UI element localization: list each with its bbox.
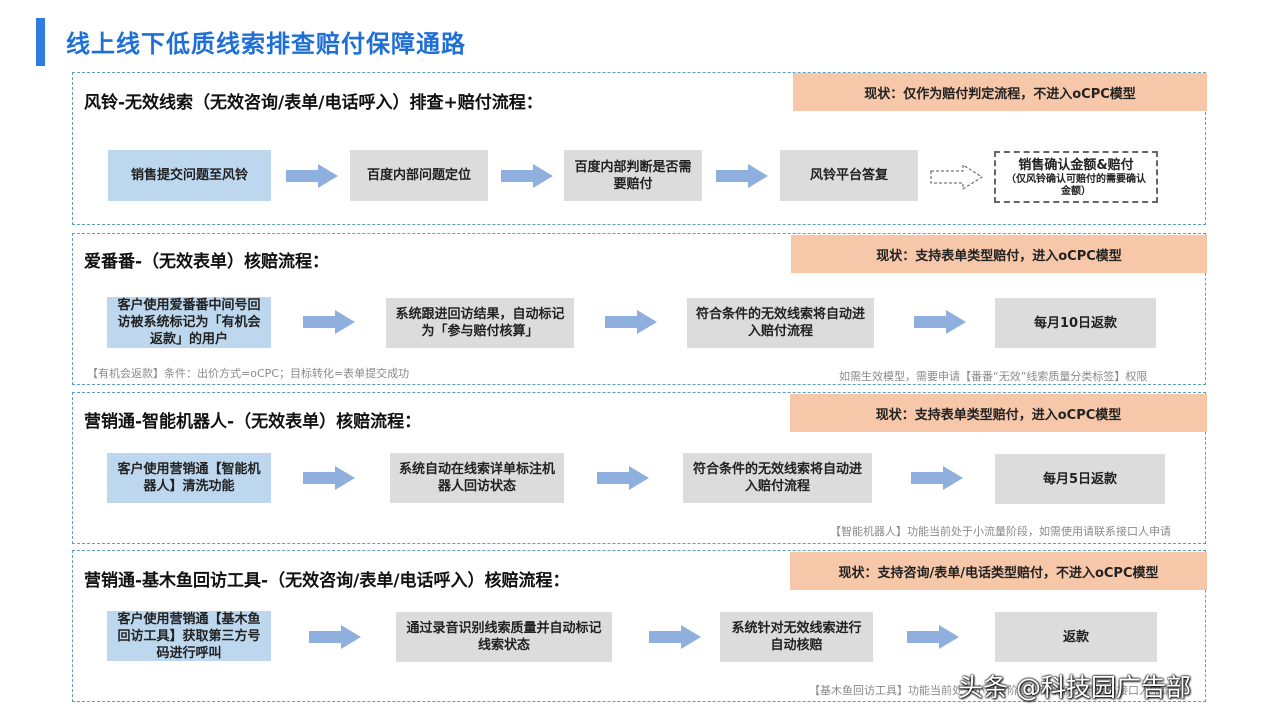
flow-step-final: 销售确认金额&赔付 （仅风铃确认可赔付的需要确认金额） — [994, 151, 1158, 203]
solid-right-arrow-icon — [286, 164, 338, 188]
solid-right-arrow-icon — [914, 310, 966, 334]
solid-right-arrow-icon — [501, 164, 553, 188]
solid-right-arrow-icon — [716, 164, 768, 188]
flow-step-1: 客户使用营销通【基木鱼回访工具】获取第三方号码进行呼叫 — [107, 611, 271, 661]
section-aifanfan: 爱番番-（无效表单）核赔流程： 现状：支持表单类型赔付，进入oCPC模型 客户使… — [72, 233, 1207, 385]
solid-right-arrow-icon — [303, 310, 355, 334]
flow-step-2: 通过录音识别线索质量并自动标记线索状态 — [396, 612, 612, 662]
solid-right-arrow-icon — [303, 466, 355, 490]
permission-note: 如需生效模型，需要申请【番番“无效”线索质量分类标签】权限 — [839, 370, 1148, 383]
flow-step-4: 每月10日返款 — [995, 298, 1156, 348]
availability-note: 【智能机器人】功能当前处于小流量阶段，如需使用请联系接口人申请 — [830, 525, 1171, 538]
section-title: 营销通-智能机器人-（无效表单）核赔流程： — [84, 412, 422, 432]
status-badge: 现状：仅作为赔付判定流程，不进入oCPC模型 — [793, 73, 1207, 111]
section-title: 风铃-无效线索（无效咨询/表单/电话呼入）排查+赔付流程： — [84, 93, 543, 113]
page-title: 线上线下低质线索排查赔付保障通路 — [66, 30, 466, 58]
flow-step-3: 符合条件的无效线索将自动进入赔付流程 — [687, 298, 874, 348]
status-badge: 现状：支持表单类型赔付，进入oCPC模型 — [790, 394, 1207, 432]
section-smart-robot: 营销通-智能机器人-（无效表单）核赔流程： 现状：支持表单类型赔付，进入oCPC… — [72, 392, 1207, 544]
solid-right-arrow-icon — [309, 625, 361, 649]
flow-step-3: 符合条件的无效线索将自动进入赔付流程 — [683, 453, 872, 503]
flow-step-3: 百度内部判断是否需要赔付 — [564, 150, 702, 201]
watermark: 头条 @科技园广告部 — [958, 673, 1191, 702]
condition-note: 【有机会返款】条件：出价方式=oCPC；目标转化=表单提交成功 — [87, 367, 410, 380]
section-title: 营销通-基木鱼回访工具-（无效咨询/表单/电话呼入）核赔流程： — [84, 571, 570, 591]
section-title: 爱番番-（无效表单）核赔流程： — [84, 252, 330, 272]
flow-step-2: 系统自动在线索详单标注机器人回访状态 — [390, 453, 564, 503]
flow-step-4: 返款 — [995, 612, 1157, 662]
solid-right-arrow-icon — [649, 625, 701, 649]
final-step-subtitle: （仅风铃确认可赔付的需要确认金额） — [1006, 173, 1146, 197]
section-jimuyu: 营销通-基木鱼回访工具-（无效咨询/表单/电话呼入）核赔流程： 现状：支持咨询/… — [72, 550, 1207, 702]
section-fengling: 风铃-无效线索（无效咨询/表单/电话呼入）排查+赔付流程： 现状：仅作为赔付判定… — [72, 72, 1207, 225]
final-step-title: 销售确认金额&赔付 — [1018, 157, 1134, 173]
solid-right-arrow-icon — [911, 466, 963, 490]
flow-step-1: 销售提交问题至风铃 — [108, 150, 271, 201]
status-badge: 现状：支持咨询/表单/电话类型赔付，不进入oCPC模型 — [790, 552, 1207, 590]
flow-step-1: 客户使用爱番番中间号回访被系统标记为「有机会返款」的用户 — [107, 297, 271, 348]
outline-right-arrow-icon — [930, 164, 983, 190]
flow-step-1: 客户使用营销通【智能机器人】清洗功能 — [107, 453, 271, 503]
flow-step-4: 每月5日返款 — [995, 454, 1165, 504]
solid-right-arrow-icon — [597, 466, 649, 490]
status-badge: 现状：支持表单类型赔付，进入oCPC模型 — [791, 235, 1207, 273]
solid-right-arrow-icon — [605, 310, 657, 334]
flow-step-4: 风铃平台答复 — [780, 150, 918, 201]
flow-step-2: 系统跟进回访结果，自动标记为「参与赔付核算」 — [386, 298, 574, 348]
title-accent-bar — [36, 18, 45, 66]
solid-right-arrow-icon — [907, 625, 959, 649]
flow-step-2: 百度内部问题定位 — [350, 150, 488, 201]
availability-note: 【基木鱼回访工具】功能当前处于小流量阶段，如需使用请联系接口人申请 — [809, 684, 1172, 697]
flow-step-3: 系统针对无效线索进行自动核赔 — [720, 612, 873, 662]
